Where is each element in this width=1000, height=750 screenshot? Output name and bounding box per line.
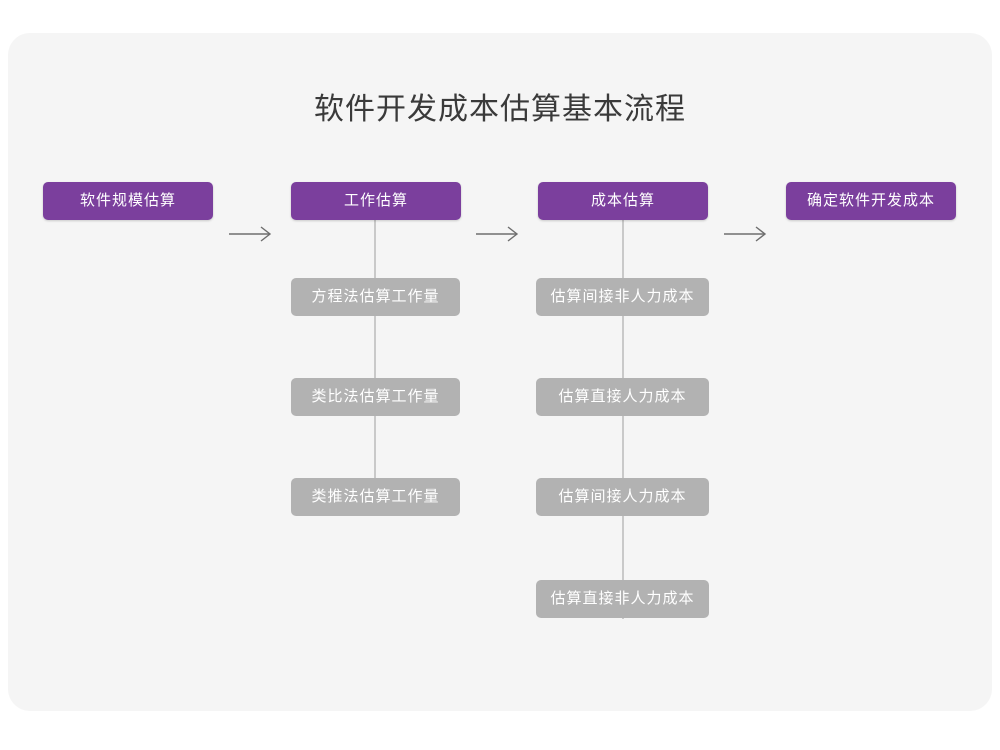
substep-box-analogy-method-effort[interactable]: 类比法估算工作量	[291, 378, 460, 416]
substep-box-indirect-labor-cost[interactable]: 估算间接人力成本	[536, 478, 709, 516]
stage-box-work-estimation[interactable]: 工作估算	[291, 182, 461, 220]
stage-box-software-scale-estimation[interactable]: 软件规模估算	[43, 182, 213, 220]
flow-arrow-1-icon	[229, 225, 275, 243]
flow-arrow-3-icon	[724, 225, 770, 243]
flow-arrow-2-icon	[476, 225, 522, 243]
page-title: 软件开发成本估算基本流程	[314, 93, 686, 126]
substep-box-direct-labor-cost[interactable]: 估算直接人力成本	[536, 378, 709, 416]
substep-box-indirect-nonlabor-cost[interactable]: 估算间接非人力成本	[536, 278, 709, 316]
stage-box-determine-development-cost[interactable]: 确定软件开发成本	[786, 182, 956, 220]
diagram-card: 软件开发成本估算基本流程 软件规模估算 工作估算 成本估算 确定软件开发成本 方…	[8, 33, 992, 711]
substep-box-equation-method-effort[interactable]: 方程法估算工作量	[291, 278, 460, 316]
substep-box-inference-method-effort[interactable]: 类推法估算工作量	[291, 478, 460, 516]
substep-box-direct-nonlabor-cost[interactable]: 估算直接非人力成本	[536, 580, 709, 618]
stage-box-cost-estimation[interactable]: 成本估算	[538, 182, 708, 220]
connector-line-work-estimation	[374, 219, 376, 516]
connector-line-cost-estimation	[622, 219, 624, 619]
